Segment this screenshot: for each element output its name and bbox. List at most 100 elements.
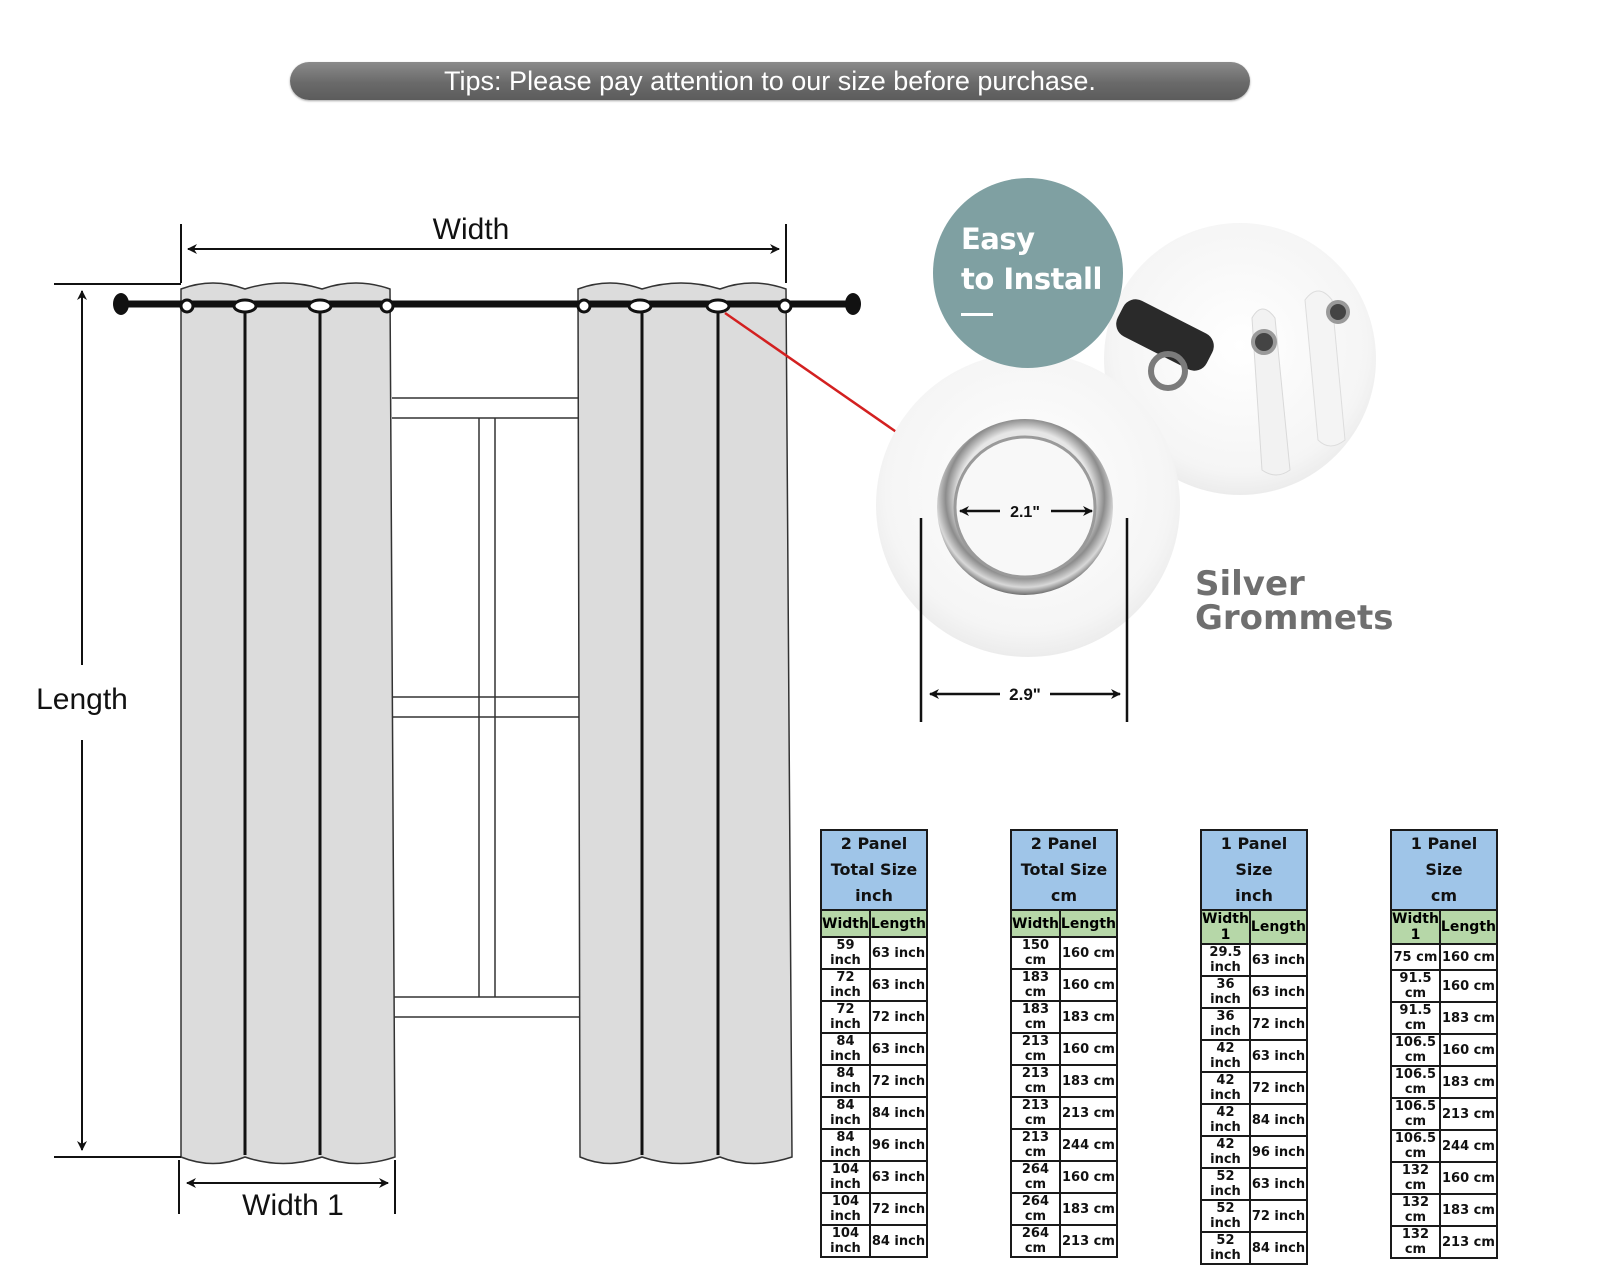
cell-width: 42 inch bbox=[1200, 1039, 1251, 1073]
cell-length: 63 inch bbox=[1248, 943, 1309, 977]
cell-length: 72 inch bbox=[868, 1192, 929, 1226]
table-2panel-cm: 2 Panel Total Size cm Width Length 150 c… bbox=[1010, 829, 1119, 1258]
cell-width: 75 cm bbox=[1390, 942, 1441, 972]
col-header-width: Width 1 bbox=[1200, 909, 1251, 945]
table-2panel-inch: 2 Panel Total Size inch Width Length 59 … bbox=[820, 829, 929, 1258]
cell-length: 183 cm bbox=[1058, 1000, 1119, 1034]
cell-width: 104 inch bbox=[820, 1160, 871, 1194]
table-title-line1: 1 Panel Size bbox=[1220, 834, 1288, 879]
table-title: 2 Panel Total Size cm bbox=[1010, 829, 1118, 911]
silver-grommets-label: Silver Grommets bbox=[1195, 567, 1393, 635]
cell-width: 213 cm bbox=[1010, 1096, 1061, 1130]
cell-length: 63 inch bbox=[868, 968, 929, 1002]
badge-line2: to Install bbox=[961, 262, 1102, 296]
cell-length: 160 cm bbox=[1058, 936, 1119, 970]
cell-width: 264 cm bbox=[1010, 1160, 1061, 1194]
cell-width: 42 inch bbox=[1200, 1103, 1251, 1137]
cell-length: 213 cm bbox=[1058, 1224, 1119, 1258]
cell-length: 63 inch bbox=[868, 1160, 929, 1194]
window-frame bbox=[392, 397, 580, 1018]
col-header-length: Length bbox=[868, 909, 929, 938]
grommet-inner-diameter: 2.1" bbox=[1010, 504, 1040, 521]
cell-length: 63 inch bbox=[1248, 975, 1309, 1009]
cell-length: 96 inch bbox=[1248, 1135, 1309, 1169]
cell-length: 213 cm bbox=[1438, 1225, 1499, 1260]
cell-width: 183 cm bbox=[1010, 1000, 1061, 1034]
grommet-pointer-arrow bbox=[724, 311, 920, 449]
cell-length: 160 cm bbox=[1058, 1032, 1119, 1066]
table-title-line2: inch bbox=[1235, 886, 1273, 905]
cell-width: 132 cm bbox=[1390, 1193, 1441, 1228]
cell-length: 84 inch bbox=[1248, 1103, 1309, 1137]
cell-width: 132 cm bbox=[1390, 1225, 1441, 1260]
grommet-outer-diameter: 2.9" bbox=[1009, 685, 1041, 704]
grommet-rings bbox=[179, 298, 793, 314]
cell-width: 52 inch bbox=[1200, 1199, 1251, 1233]
cell-length: 160 cm bbox=[1438, 942, 1499, 972]
cell-width: 106.5 cm bbox=[1390, 1097, 1441, 1132]
cell-length: 72 inch bbox=[1248, 1199, 1309, 1233]
badge-line1: Easy bbox=[961, 222, 1035, 256]
silver-line1: Silver bbox=[1195, 564, 1305, 604]
table-title-line1: 2 Panel Total Size bbox=[1020, 834, 1108, 879]
table-title-line2: inch bbox=[855, 886, 893, 905]
width-dimension bbox=[180, 224, 787, 283]
cell-width: 29.5 inch bbox=[1200, 943, 1251, 977]
cell-length: 84 inch bbox=[868, 1096, 929, 1130]
cell-width: 106.5 cm bbox=[1390, 1033, 1441, 1068]
cell-width: 264 cm bbox=[1010, 1224, 1061, 1258]
table-1panel-inch: 1 Panel Size inch Width 1 Length 29.5 in… bbox=[1200, 829, 1309, 1265]
table-title: 2 Panel Total Size inch bbox=[820, 829, 928, 911]
silver-line2: Grommets bbox=[1195, 598, 1394, 638]
grommet-dimensions bbox=[919, 506, 1129, 722]
cell-length: 72 inch bbox=[1248, 1007, 1309, 1041]
cell-width: 72 inch bbox=[820, 968, 871, 1002]
table-title: 1 Panel Size inch bbox=[1200, 829, 1308, 911]
cell-length: 183 cm bbox=[1438, 1065, 1499, 1100]
cell-width: 213 cm bbox=[1010, 1032, 1061, 1066]
cell-width: 36 inch bbox=[1200, 975, 1251, 1009]
cell-width: 213 cm bbox=[1010, 1128, 1061, 1162]
cell-length: 183 cm bbox=[1438, 1193, 1499, 1228]
cell-length: 183 cm bbox=[1438, 1001, 1499, 1036]
col-header-length: Length bbox=[1438, 909, 1499, 945]
cell-width: 106.5 cm bbox=[1390, 1129, 1441, 1164]
col-header-width: Width bbox=[820, 909, 871, 938]
tips-banner: Tips: Please pay attention to our size b… bbox=[290, 62, 1250, 100]
table-title-line1: 2 Panel Total Size bbox=[830, 834, 918, 879]
col-header-length: Length bbox=[1058, 909, 1119, 938]
cell-width: 264 cm bbox=[1010, 1192, 1061, 1226]
cell-width: 59 inch bbox=[820, 936, 871, 970]
cell-length: 63 inch bbox=[1248, 1039, 1309, 1073]
cell-width: 150 cm bbox=[1010, 936, 1061, 970]
cell-width: 52 inch bbox=[1200, 1167, 1251, 1201]
